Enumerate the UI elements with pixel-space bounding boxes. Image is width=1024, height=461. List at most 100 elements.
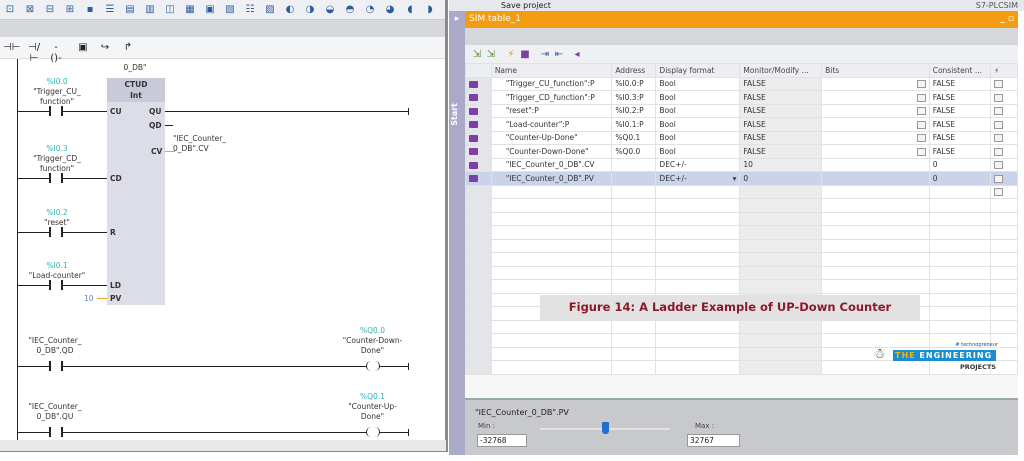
cell-format[interactable]: Bool xyxy=(655,76,741,91)
output-coil[interactable] xyxy=(366,427,380,437)
minimize-restore-icon[interactable]: _ ▫ xyxy=(1000,14,1014,24)
export-icon[interactable]: ⇥ xyxy=(540,49,550,60)
modify-checkbox[interactable] xyxy=(994,107,1004,116)
empty-row[interactable] xyxy=(465,211,1018,226)
rung-contact[interactable] xyxy=(49,361,63,371)
slider-thumb[interactable] xyxy=(602,422,609,434)
cell-consistent[interactable]: FALSE xyxy=(928,76,992,91)
import-icon[interactable]: ⇤ xyxy=(554,49,564,60)
toolbar-button-icon[interactable]: ◓ xyxy=(345,4,355,15)
toolbar-button-icon[interactable]: ▪ xyxy=(86,4,94,15)
column-header[interactable]: Bits xyxy=(821,63,930,78)
table-row[interactable]: "Counter-Down-Done" %Q0.0 Bool FALSE FAL… xyxy=(465,144,1018,159)
editor-scroll-edge[interactable] xyxy=(445,0,448,452)
cell-format[interactable]: DEC+/-▾ xyxy=(655,171,741,186)
column-header[interactable] xyxy=(465,63,492,78)
cell-address[interactable] xyxy=(611,157,657,172)
cell-format[interactable]: DEC+/- xyxy=(655,157,741,172)
cell-name[interactable]: "Trigger_CD_function":P xyxy=(490,90,613,105)
max-input[interactable]: 32767 xyxy=(687,434,740,447)
toolbar-button-icon[interactable]: ◫ xyxy=(165,4,175,15)
coil-icon[interactable]: -()- xyxy=(50,42,62,64)
column-header[interactable]: Display format xyxy=(655,63,741,78)
toolbar-button-icon[interactable]: ◑ xyxy=(305,4,315,15)
cell-consistent[interactable]: FALSE xyxy=(928,103,992,118)
toolbar-button-icon[interactable]: ⊠ xyxy=(25,4,35,15)
cell-address[interactable] xyxy=(611,171,657,186)
toolbar-button-icon[interactable]: ◐ xyxy=(285,4,295,15)
column-header[interactable]: Name xyxy=(490,63,613,78)
start-sidebar[interactable]: ▸ Start xyxy=(449,11,465,455)
cell-format[interactable]: Bool xyxy=(655,117,741,132)
empty-row[interactable] xyxy=(465,252,1018,267)
cell-consistent[interactable]: FALSE xyxy=(928,90,992,105)
cell-name[interactable]: "Load-counter":P xyxy=(490,117,613,132)
cell-consistent[interactable]: 0 xyxy=(928,171,992,186)
cell-address[interactable]: %I0.1:P xyxy=(611,117,657,132)
dropdown-arrow-icon[interactable]: ▾ xyxy=(732,173,737,183)
column-header[interactable]: ⚡ xyxy=(990,63,1018,78)
bit-checkbox[interactable] xyxy=(916,147,926,156)
modify-checkbox[interactable] xyxy=(994,174,1004,183)
box-icon[interactable]: ▣ xyxy=(78,42,88,53)
cell-name[interactable]: "Counter-Down-Done" xyxy=(490,144,613,159)
toolbar-button-icon[interactable]: ▣ xyxy=(205,4,215,15)
empty-row[interactable] xyxy=(465,333,1018,348)
table-row[interactable]: "IEC_Counter_0_DB".CV DEC+/- 10 0 xyxy=(465,157,1018,172)
contact-nc-icon[interactable]: ⊣/⊢ xyxy=(28,42,41,64)
toolbar-button-icon[interactable]: ☰ xyxy=(105,4,115,15)
output-coil[interactable] xyxy=(366,361,380,371)
rung-contact[interactable] xyxy=(49,427,63,437)
table-row[interactable]: "reset":P %I0.2:P Bool FALSE FALSE xyxy=(465,103,1018,118)
toolbar-button-icon[interactable]: ▦ xyxy=(185,4,195,15)
cell-bits[interactable] xyxy=(821,130,930,145)
toolbar-button-icon[interactable]: ◗ xyxy=(427,4,433,15)
toolbar-button-icon[interactable]: ⊞ xyxy=(65,4,75,15)
table-row[interactable]: "IEC_Counter_0_DB".PV DEC+/-▾ 0 0 xyxy=(465,171,1018,186)
min-input[interactable]: -32768 xyxy=(477,434,527,447)
modify-checkbox[interactable] xyxy=(994,93,1004,102)
cell-bits[interactable] xyxy=(821,144,930,159)
table-row[interactable]: "Trigger_CD_function":P %I0.3:P Bool FAL… xyxy=(465,90,1018,105)
table-row[interactable]: "Load-counter":P %I0.1:P Bool FALSE FALS… xyxy=(465,117,1018,132)
cell-value[interactable]: FALSE xyxy=(739,103,823,118)
cell-address[interactable]: %I0.3:P xyxy=(611,90,657,105)
cell-bits[interactable] xyxy=(821,103,930,118)
cell-address[interactable]: %Q0.1 xyxy=(611,130,657,145)
toolbar-button-icon[interactable]: ▤ xyxy=(125,4,135,15)
bit-checkbox[interactable] xyxy=(916,80,926,89)
save-project-button[interactable]: Save project xyxy=(501,1,551,10)
contact-no[interactable] xyxy=(49,227,63,237)
add-row-icon[interactable]: ⇲ xyxy=(472,49,482,60)
bit-checkbox[interactable] xyxy=(916,107,926,116)
cell-bits[interactable] xyxy=(821,90,930,105)
cell-name[interactable]: "reset":P xyxy=(490,103,613,118)
cell-bits[interactable] xyxy=(821,117,930,132)
column-header[interactable]: Consistent ... xyxy=(928,63,992,78)
cell-name[interactable]: "Counter-Up-Done" xyxy=(490,130,613,145)
cell-value[interactable]: FALSE xyxy=(739,90,823,105)
tag-icon[interactable]: ◂ xyxy=(574,49,580,60)
toolbar-button-icon[interactable]: ◒ xyxy=(325,4,335,15)
toolbar-button-icon[interactable]: ◔ xyxy=(365,4,375,15)
cell-value[interactable]: FALSE xyxy=(739,130,823,145)
contact-no-icon[interactable]: ⊣⊢ xyxy=(3,42,21,53)
toolbar-button-icon[interactable]: ⊡ xyxy=(5,4,15,15)
cell-consistent[interactable]: FALSE xyxy=(928,144,992,159)
ctud-block[interactable]: CTUD Int xyxy=(107,78,165,305)
bit-checkbox[interactable] xyxy=(916,93,926,102)
cell-bits[interactable] xyxy=(821,76,930,91)
toolbar-button-icon[interactable]: ▥ xyxy=(145,4,155,15)
modify-checkbox[interactable] xyxy=(994,80,1004,89)
cell-consistent[interactable]: FALSE xyxy=(928,117,992,132)
toolbar-button-icon[interactable]: ⊟ xyxy=(45,4,55,15)
cell-format[interactable]: Bool xyxy=(655,144,741,159)
column-header[interactable]: Address xyxy=(611,63,657,78)
toolbar-button-icon[interactable]: ☷ xyxy=(245,4,255,15)
toolbar-button-icon[interactable]: ◕ xyxy=(385,4,395,15)
toolbar-button-icon[interactable]: ▨ xyxy=(265,4,275,15)
empty-row[interactable] xyxy=(465,319,1018,334)
cell-name[interactable]: "IEC_Counter_0_DB".CV xyxy=(490,157,613,172)
cell-value[interactable]: 0 xyxy=(739,171,823,186)
start-tab[interactable]: Start xyxy=(450,103,459,126)
